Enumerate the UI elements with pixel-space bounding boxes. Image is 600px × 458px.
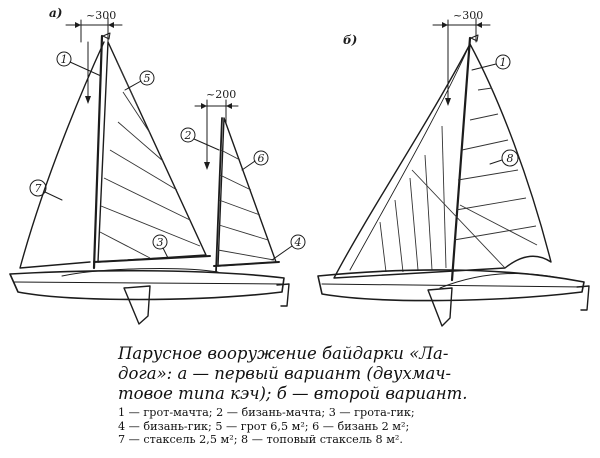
figure-legend: 1 — грот-мачта; 2 — бизань-мачта; 3 — гр… <box>118 406 588 447</box>
svg-text:7: 7 <box>35 182 42 195</box>
caption-line: товое типа кэч); б — второй вариант. <box>118 384 468 403</box>
dimension-a-mizzen: ~200 <box>194 88 239 170</box>
legend-line: 1 — грот-мачта; 2 — бизань-мачта; 3 — гр… <box>118 406 415 419</box>
svg-text:8: 8 <box>507 152 514 165</box>
legend-line: 7 — стаксель 2,5 м²; 8 — топовый стаксел… <box>118 433 403 446</box>
leeboard-b <box>427 287 453 327</box>
callout-7: 7 <box>29 179 63 201</box>
mizzen-sail <box>217 117 277 267</box>
svg-text:5: 5 <box>144 72 151 85</box>
callout-8: 8 <box>489 149 519 167</box>
variant-b-drawing: б) ~300 <box>317 9 590 327</box>
figure-caption: Парусное вооружение байдарки «Ла- дога»:… <box>118 344 558 404</box>
caption-line: дога»: а — первый вариант (двухмач- <box>118 364 452 383</box>
mainsail <box>97 41 207 263</box>
legend-line: 4 — бизань-гик; 5 — грот 6,5 м²; 6 — биз… <box>118 419 410 433</box>
callout-6: 6 <box>241 150 269 171</box>
callout-1a: 1 <box>56 51 102 77</box>
main-boom <box>93 255 211 263</box>
callout-3: 3 <box>152 234 169 259</box>
callout-2: 2 <box>180 127 220 151</box>
dimension-a-mast-label: ~300 <box>86 9 116 22</box>
panel-b-label: б) <box>343 33 357 47</box>
leeboard-a <box>123 285 151 325</box>
svg-text:6: 6 <box>258 152 265 165</box>
mast-b <box>450 36 472 282</box>
variant-a-drawing: a) ~300 <box>9 6 306 325</box>
svg-text:1: 1 <box>61 53 68 66</box>
dimension-a-mast: ~300 <box>65 9 123 43</box>
svg-text:1: 1 <box>500 56 507 69</box>
sail-rig-drawing: a) ~300 <box>9 6 590 327</box>
svg-text:3: 3 <box>157 236 164 249</box>
main-mast <box>92 34 104 270</box>
panel-a-label: a) <box>49 6 62 20</box>
svg-text:4: 4 <box>294 236 302 249</box>
callout-1b: 1 <box>471 54 511 71</box>
callout-4: 4 <box>271 234 306 261</box>
hull-b <box>317 269 590 327</box>
caption-line: Парусное вооружение байдарки «Ла- <box>118 344 449 363</box>
mast-b-flag <box>470 34 479 42</box>
mizzen-boom <box>213 261 280 267</box>
topsail-staysail <box>333 43 552 279</box>
svg-text:2: 2 <box>184 129 192 142</box>
mizzen-mast <box>215 117 223 273</box>
hull-a <box>9 268 290 325</box>
callout-5: 5 <box>124 70 155 91</box>
dimension-b-mast: ~300 <box>432 9 491 106</box>
dimension-b-mast-label: ~300 <box>453 9 483 22</box>
staysail <box>19 41 105 269</box>
mast-flag <box>102 32 111 40</box>
dimension-a-mizzen-label: ~200 <box>206 88 236 101</box>
